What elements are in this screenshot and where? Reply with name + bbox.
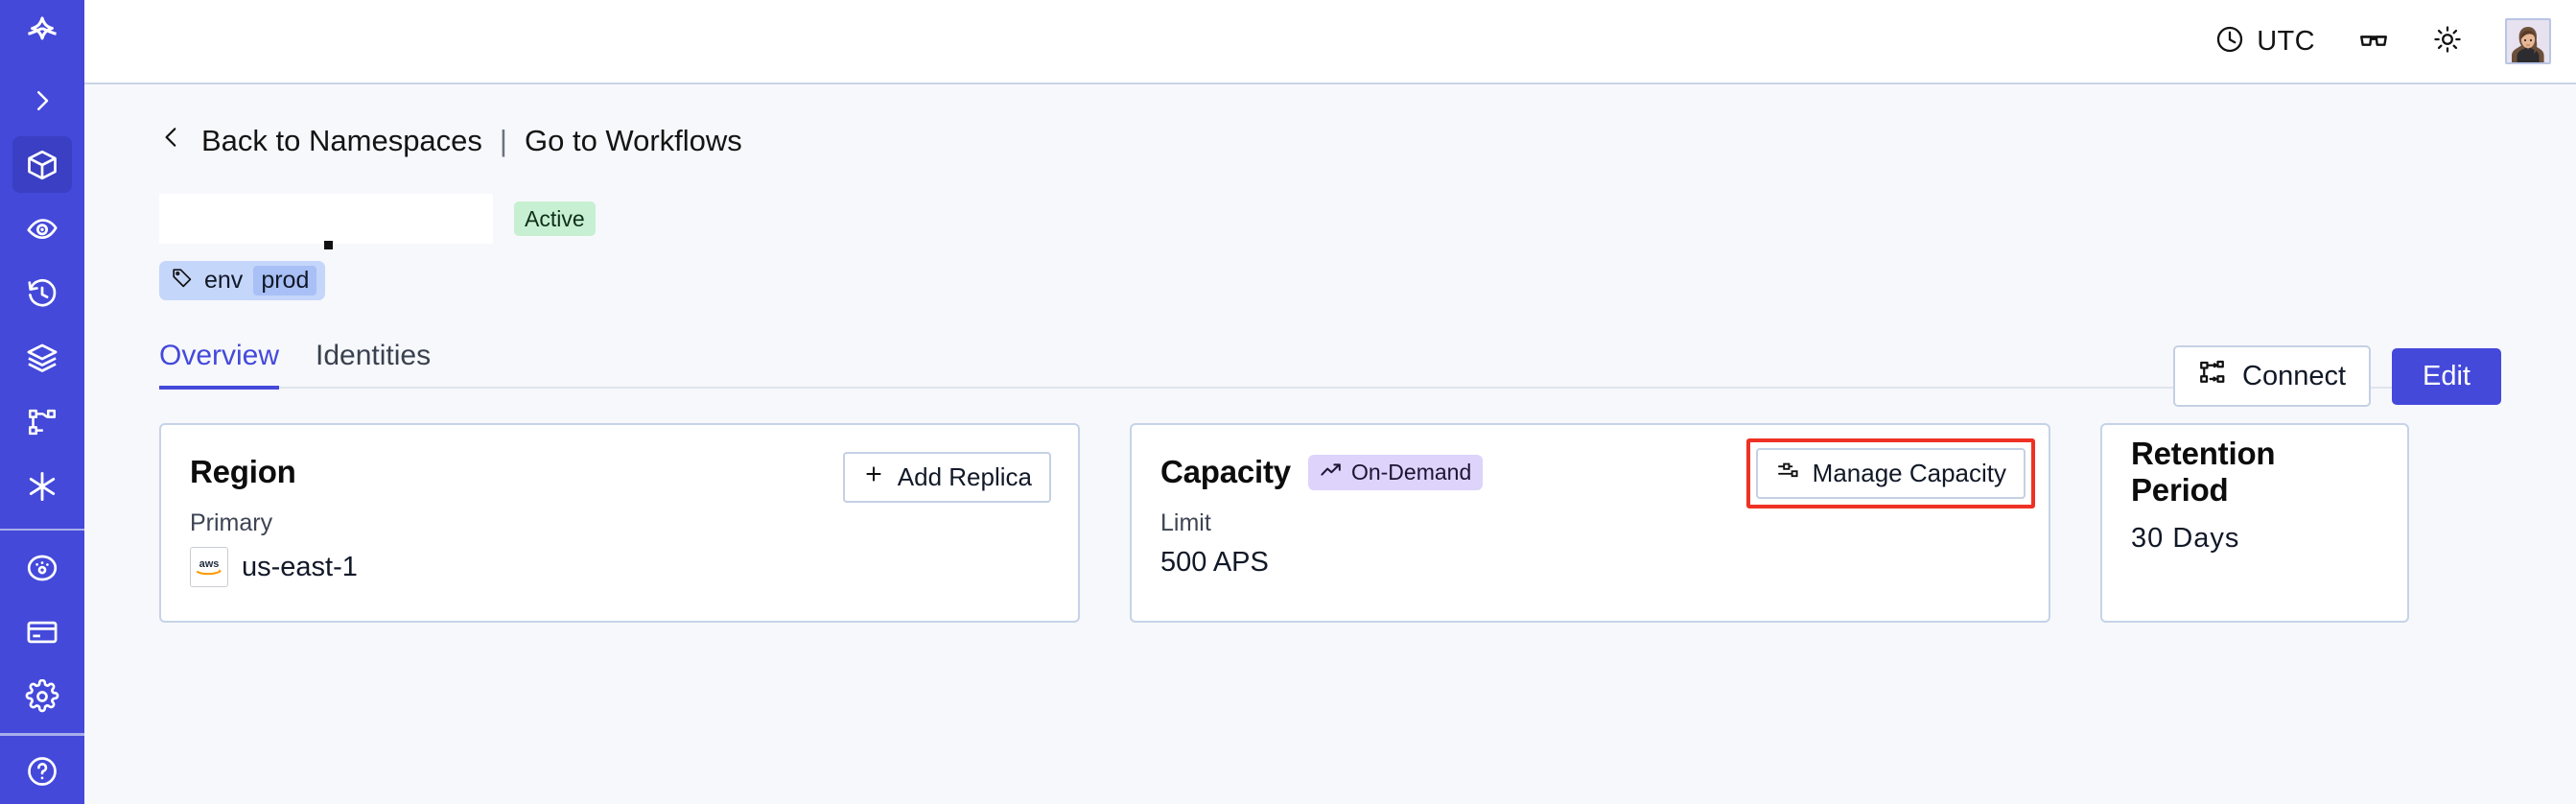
history-clock-icon: [25, 276, 59, 311]
region-primary-label: Primary: [190, 509, 273, 536]
sidebar-item-usage[interactable]: [12, 540, 72, 597]
tag-key: env: [204, 267, 244, 294]
user-avatar-image: [2505, 18, 2551, 64]
tab-overview[interactable]: Overview: [159, 340, 280, 390]
sidebar-item-layers[interactable]: [12, 329, 72, 386]
eye-icon: [25, 212, 59, 247]
sidebar-item-workflows[interactable]: [12, 394, 72, 451]
connect-label: Connect: [2242, 360, 2347, 391]
svg-text:aws: aws: [199, 558, 220, 570]
sidebar-item-expand[interactable]: [12, 72, 72, 129]
plus-icon: [862, 462, 885, 492]
retention-card: Retention Period 30 Days: [2100, 423, 2409, 623]
sidebar-item-namespaces[interactable]: [12, 136, 72, 194]
sidebar-item-help[interactable]: [12, 744, 72, 800]
region-value: us-east-1: [242, 551, 358, 582]
glasses-icon: [2357, 23, 2390, 60]
add-replica-button[interactable]: Add Replica: [842, 452, 1051, 503]
add-replica-label: Add Replica: [897, 462, 1032, 491]
retention-card-title: Retention Period: [2131, 436, 2276, 508]
chevron-right-icon: [28, 86, 57, 115]
credit-card-icon: [25, 615, 59, 650]
manage-capacity-button[interactable]: Manage Capacity: [1755, 448, 2026, 499]
namespace-title-row: Active: [159, 192, 2501, 249]
palette-gauge-icon: [25, 551, 59, 585]
timezone-selector[interactable]: UTC: [2214, 24, 2315, 59]
capacity-limit-value: 500 APS: [1160, 547, 1269, 578]
tag-value: prod: [253, 266, 317, 296]
namespace-tag[interactable]: env prod: [159, 261, 326, 300]
layers-icon: [25, 341, 59, 375]
retention-card-header: Retention Period: [2131, 436, 2378, 508]
clock-icon: [2214, 24, 2245, 59]
aws-logo-icon: aws: [190, 547, 228, 587]
edit-button[interactable]: Edit: [2392, 347, 2501, 405]
tab-identities[interactable]: Identities: [316, 340, 432, 371]
tab-bar: Overview Identities: [159, 333, 2501, 390]
page-title: [159, 194, 493, 249]
chevron-left-icon[interactable]: [159, 121, 184, 161]
gear-icon: [25, 679, 59, 714]
avatar[interactable]: [2505, 18, 2551, 64]
cube-icon: [25, 148, 59, 182]
sidebar-item-settings[interactable]: [12, 669, 72, 725]
connect-button[interactable]: Connect: [2173, 345, 2372, 407]
on-demand-label: On-Demand: [1350, 459, 1472, 485]
region-card: Region Add Replica Primary aws: [159, 423, 1080, 623]
sidebar-item-nexus[interactable]: [12, 459, 72, 515]
timezone-label: UTC: [2257, 25, 2315, 57]
sidebar-item-schedules[interactable]: [12, 265, 72, 321]
temporal-logo-icon[interactable]: [20, 13, 64, 62]
connection-diagram-icon: [2198, 358, 2227, 394]
overview-cards: Region Add Replica Primary aws: [159, 423, 2501, 623]
back-to-namespaces-link[interactable]: Back to Namespaces: [201, 124, 482, 157]
sun-icon: [2432, 24, 2463, 59]
sidebar-item-observability[interactable]: [12, 201, 72, 257]
asterisk-icon: [24, 468, 60, 505]
edit-label: Edit: [2423, 360, 2471, 391]
breadcrumb: Back to Namespaces | Go to Workflows: [159, 84, 2501, 161]
header-actions: Connect Edit: [2173, 345, 2501, 407]
manage-capacity-label: Manage Capacity: [1812, 459, 2006, 487]
reading-mode-button[interactable]: [2357, 23, 2390, 60]
region-card-title: Region: [190, 454, 296, 489]
help-circle-icon: [25, 754, 59, 789]
sidebar: [0, 0, 84, 804]
sliders-icon: [1775, 459, 1800, 488]
on-demand-badge: On-Demand: [1307, 454, 1484, 490]
sidebar-divider: [0, 528, 84, 531]
main-area: UTC: [84, 0, 2576, 804]
tag-icon: [171, 266, 194, 296]
trending-up-icon: [1320, 460, 1343, 485]
capacity-card: Capacity On-Demand: [1130, 423, 2050, 623]
top-bar: UTC: [84, 0, 2576, 84]
capacity-card-title: Capacity: [1160, 454, 1291, 489]
retention-value: 30 Days: [2131, 523, 2240, 554]
go-to-workflows-link[interactable]: Go to Workflows: [524, 124, 742, 157]
workflow-nodes-icon: [26, 406, 59, 438]
region-card-header: Region: [190, 450, 1049, 494]
theme-toggle-button[interactable]: [2432, 24, 2463, 59]
region-value-row: aws us-east-1: [190, 547, 1049, 587]
breadcrumb-separator: |: [499, 124, 507, 157]
capacity-limit-label: Limit: [1160, 509, 1211, 536]
sidebar-item-billing[interactable]: [12, 604, 72, 661]
capacity-card-header: Capacity On-Demand: [1160, 450, 2020, 494]
page-content: Back to Namespaces | Go to Workflows Act…: [84, 84, 2576, 804]
status-badge: Active: [514, 201, 596, 237]
red-highlight-box: Manage Capacity: [1745, 438, 2035, 508]
sidebar-divider-bottom: [0, 733, 84, 736]
